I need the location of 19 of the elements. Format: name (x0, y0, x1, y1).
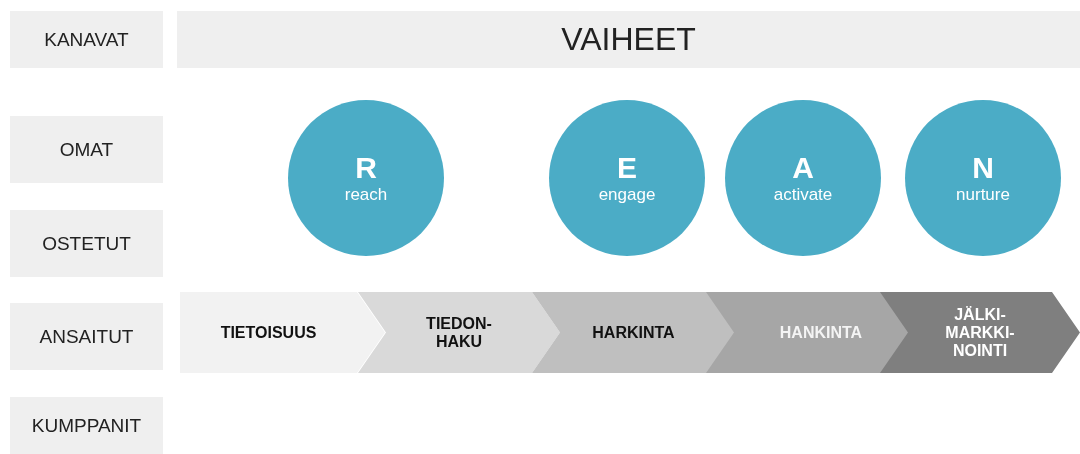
stage-label: JÄLKI- MARKKI- NOINTI (945, 305, 1015, 360)
stage-label: HARKINTA (592, 323, 675, 342)
channel-label: ANSAITUT (10, 303, 163, 370)
channel-label: OMAT (10, 116, 163, 183)
channel-label: KANAVAT (10, 11, 163, 68)
header-band: VAIHEET (177, 11, 1080, 68)
stage-letter: A (792, 151, 814, 185)
stage-letter: E (617, 151, 637, 185)
stage-label: TIETOISUUS (220, 323, 317, 342)
stage-label: TIEDON- HAKU (426, 314, 492, 351)
channel-label: KUMPPANIT (10, 397, 163, 454)
stage-name: nurture (956, 185, 1010, 205)
channel-label: OSTETUT (10, 210, 163, 277)
stage-letter: R (355, 151, 377, 185)
stage-name: engage (598, 185, 656, 205)
stage-name: activate (773, 185, 833, 205)
stage-name: reach (344, 185, 388, 205)
stage-letter: N (972, 151, 994, 185)
stage-label: HANKINTA (779, 323, 863, 342)
